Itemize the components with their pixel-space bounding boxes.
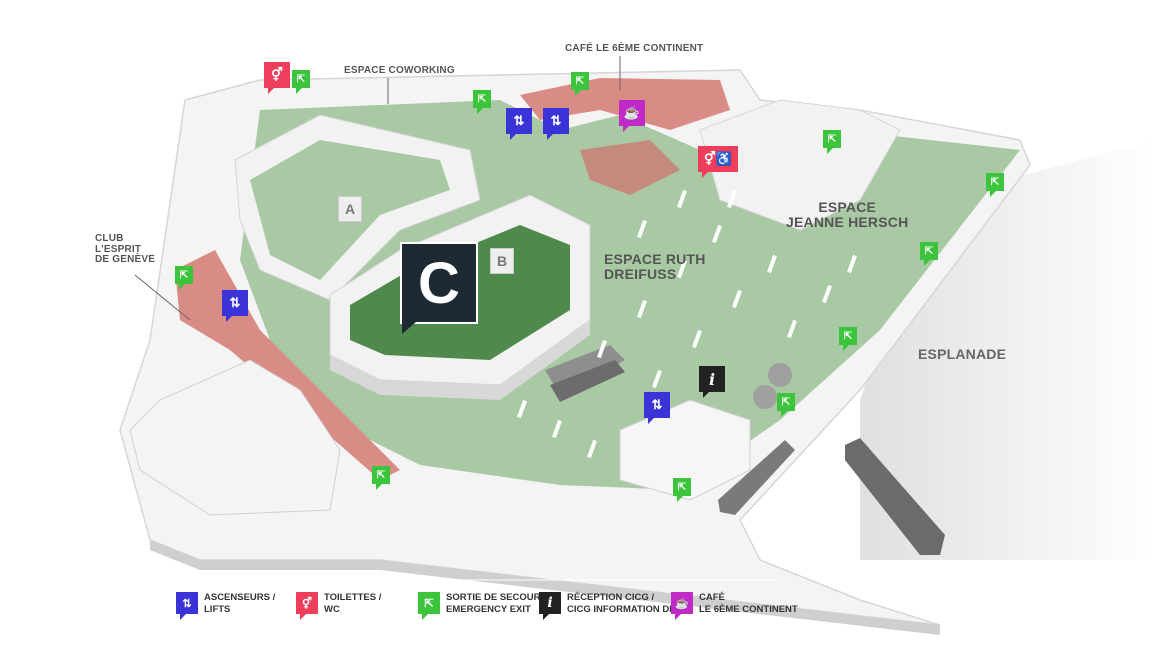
emergency-exit-icon[interactable]: ⇱ (372, 466, 390, 490)
label-ruth-line2: DREIFUSS (604, 265, 677, 282)
hersch-building (699, 99, 901, 231)
legend-info-line1: RÉCEPTION CICG / (567, 592, 655, 603)
label-club-line2: L'ESPRIT (95, 243, 142, 255)
label-club-line3: DE GENÈVE (95, 254, 156, 265)
info-icon[interactable]: i (699, 366, 725, 398)
label-coworking: ESPACE COWORKING (344, 65, 455, 76)
legend-wc: ⚥ TOILETTES / WC (296, 592, 382, 620)
cafe-stairs (580, 140, 680, 195)
lift-icon[interactable]: ⇅ (506, 108, 532, 140)
leader-club (134, 274, 191, 321)
emergency-exit-icon[interactable]: ⇱ (986, 173, 1004, 197)
wc-accessible-icon[interactable]: ⚥♿ (698, 146, 738, 178)
label-esplanade: ESPLANADE (918, 346, 1007, 362)
legend-exit: ⇱ SORTIE DE SECOURS / EMERGENCY EXIT (418, 592, 553, 620)
cafe-icon[interactable]: ☕ (619, 100, 645, 132)
legend-exit-line1: SORTIE DE SECOURS / (446, 592, 553, 603)
cafe-icon: ☕ (671, 592, 693, 620)
info-building (619, 399, 751, 501)
legend-cafe-line1: CAFÉ (699, 592, 725, 603)
label-cafe-top: CAFÉ LE 6ÈME CONTINENT (565, 43, 704, 54)
club-building (129, 359, 341, 516)
legend-wc-line2: WC (324, 603, 340, 615)
label-hersch-line1: ESPACE (818, 199, 877, 215)
building-side (150, 540, 940, 635)
lift-icon[interactable]: ⇅ (222, 290, 248, 322)
label-ruth-line1: ESPACE RUTH (604, 251, 706, 267)
label-hersch-line2: JEANNE HERSCH (786, 213, 909, 230)
label-club-line1: CLUB (95, 233, 124, 244)
fan-1 (753, 385, 777, 409)
emergency-exit-icon[interactable]: ⇱ (823, 130, 841, 154)
legend-lifts: ⇅ ASCENSEURS / LIFTS (176, 592, 276, 620)
emergency-exit-icon[interactable]: ⇱ (175, 266, 193, 290)
zone-c-marker[interactable]: C (402, 244, 476, 334)
legend-cafe: ☕ CAFÉ LE 6ÈME CONTINENT (671, 592, 798, 620)
fan-2 (768, 363, 792, 387)
label-ruth-dreifuss: ESPACE RUTH DREIFUSS (604, 252, 706, 281)
legend-info-line2: CICG INFORMATION DESK (567, 603, 689, 615)
legend-lifts-line2: LIFTS (204, 603, 231, 615)
emergency-exit-icon[interactable]: ⇱ (473, 90, 491, 114)
emergency-exit-icon[interactable]: ⇱ (920, 242, 938, 266)
legend-info: i RÉCEPTION CICG / CICG INFORMATION DESK (539, 592, 689, 620)
label-jeanne-hersch: ESPACE JEANNE HERSCH (786, 200, 908, 229)
escalator-2 (550, 360, 625, 402)
lift-icon[interactable]: ⇅ (543, 108, 569, 140)
stadium-c-front (330, 320, 590, 400)
emergency-exit-icon: ⇱ (418, 592, 440, 620)
lift-icon: ⇅ (176, 592, 198, 620)
zone-b-marker[interactable]: B (490, 248, 514, 274)
dark-block-2 (718, 440, 795, 515)
columns (517, 189, 857, 459)
zone-a-marker[interactable]: A (338, 196, 362, 222)
label-club: CLUB L'ESPRIT DE GENÈVE (95, 233, 156, 266)
legend-wc-line1: TOILETTES / (324, 592, 382, 603)
dark-block-1 (845, 438, 945, 555)
emergency-exit-icon[interactable]: ⇱ (571, 72, 589, 96)
wc-icon: ⚥ (296, 592, 318, 620)
emergency-exit-icon[interactable]: ⇱ (292, 70, 310, 94)
emergency-exit-icon[interactable]: ⇱ (777, 393, 795, 417)
info-icon: i (539, 592, 561, 620)
legend-lifts-line1: ASCENSEURS / (204, 592, 276, 603)
legend-cafe-line2: LE 6ÈME CONTINENT (699, 603, 798, 615)
legend-exit-line2: EMERGENCY EXIT (446, 603, 531, 615)
wc-icon[interactable]: ⚥ (264, 62, 290, 94)
emergency-exit-icon[interactable]: ⇱ (839, 327, 857, 351)
lift-icon[interactable]: ⇅ (644, 392, 670, 424)
emergency-exit-icon[interactable]: ⇱ (673, 478, 691, 502)
